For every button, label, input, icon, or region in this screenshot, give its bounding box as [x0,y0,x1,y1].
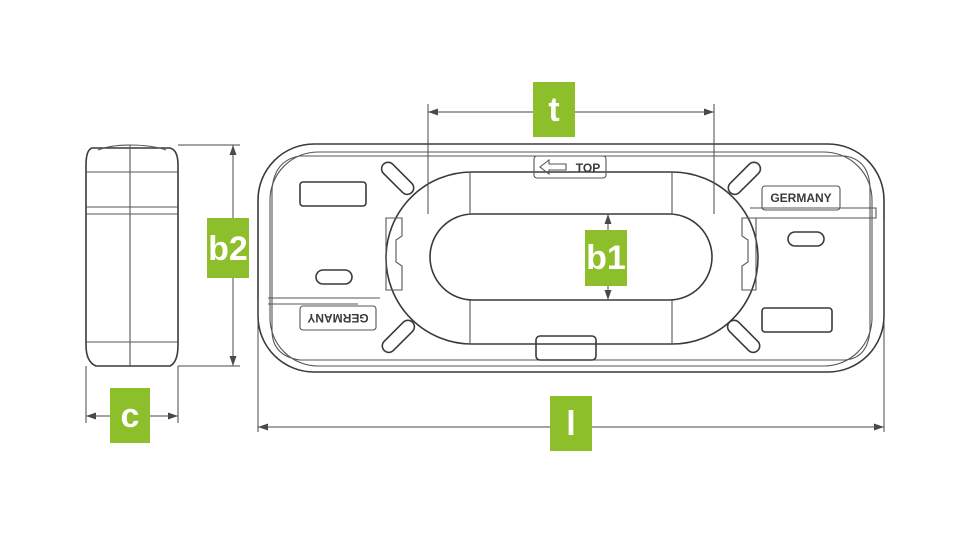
label-l-badge [550,396,592,451]
label-b2: b2 [208,230,248,268]
germany-embossing-right: GERMANY [761,185,841,211]
top-embossing: TOP [533,155,607,179]
label-l: l [566,405,575,443]
germany-label-left: GERMANY [307,311,368,325]
label-c-badge [110,388,150,443]
label-b1-badge [585,230,627,286]
label-b2-badge [207,218,249,278]
dimension-c: c [85,366,179,443]
label-c: c [121,397,140,435]
label-t: t [548,91,559,129]
germany-label-right: GERMANY [770,191,831,205]
dimension-b1: b1 [585,214,627,300]
front-view: TOP GERMANY GERMANY [257,143,885,373]
dimension-b2: b2 [178,144,249,367]
top-label: TOP [576,161,600,175]
side-view [85,144,179,367]
dimension-l: l [257,220,885,451]
label-b1: b1 [586,239,626,277]
germany-embossing-left: GERMANY [299,305,377,331]
dimension-t: t [427,82,715,214]
label-t-badge [533,82,575,137]
